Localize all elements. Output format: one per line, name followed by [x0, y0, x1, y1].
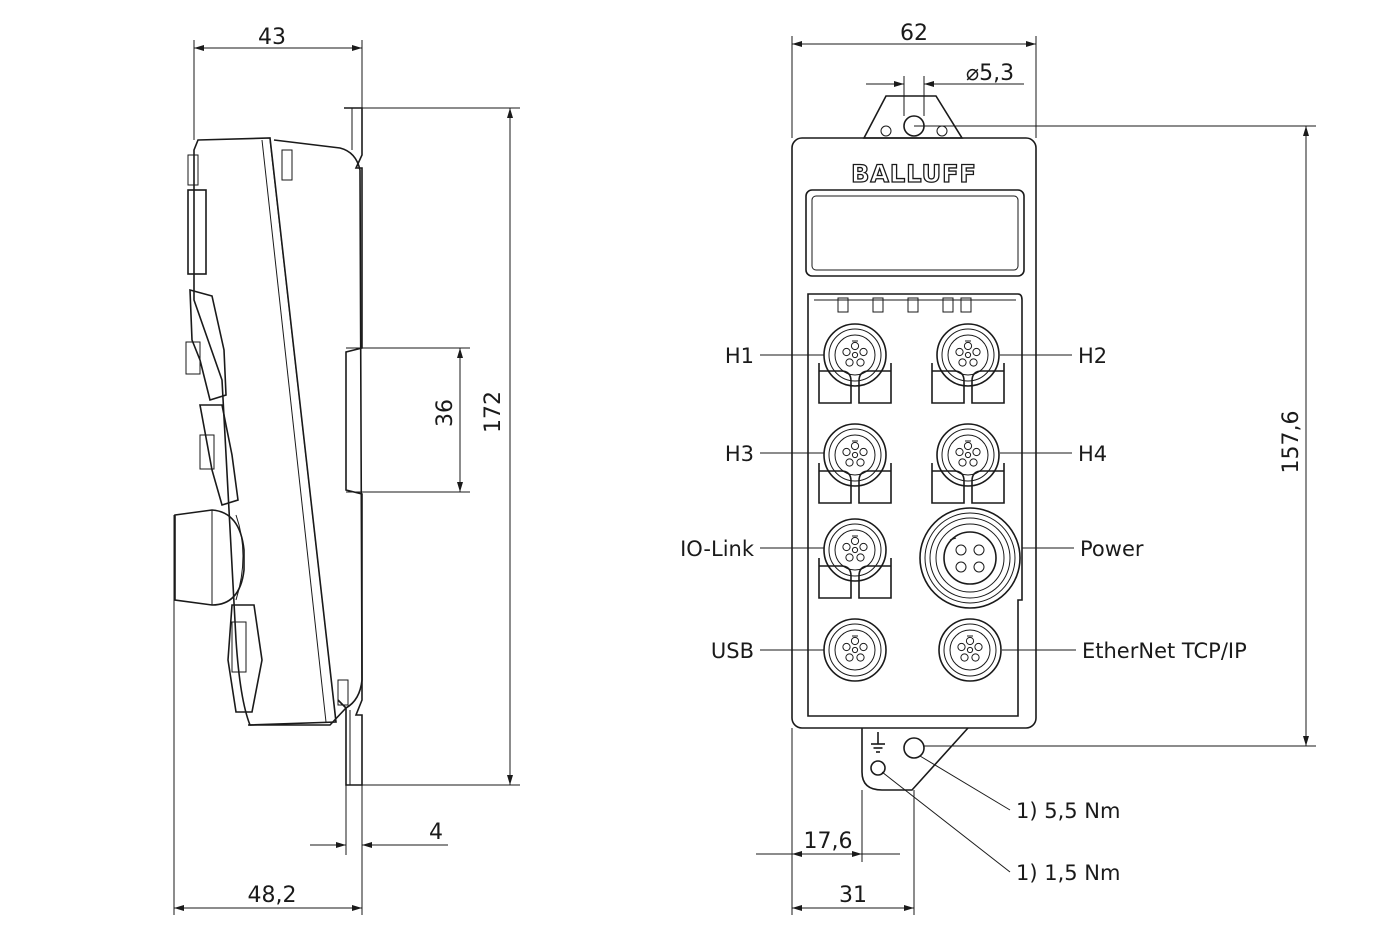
connector-io-link — [818, 518, 892, 599]
label-h2: H2 — [1078, 344, 1107, 368]
connector-h4 — [931, 423, 1005, 504]
label-ethernet: EtherNet TCP/IP — [1082, 639, 1247, 663]
front-bottom-mount-hole — [903, 737, 925, 759]
front-display-frame — [805, 189, 1025, 277]
led-5 — [960, 297, 972, 313]
led-3 — [907, 297, 919, 313]
led-2 — [872, 297, 884, 313]
label-torque-screw: 1) 5,5 Nm — [1016, 799, 1120, 823]
dim-front-hole-diameter: ⌀5,3 — [966, 61, 1014, 86]
label-h1: H1 — [725, 344, 754, 368]
label-io-link: IO-Link — [680, 537, 755, 561]
connector-h3 — [818, 423, 892, 504]
dim-front-hole-pitch: 157,6 — [1279, 411, 1304, 474]
led-4 — [942, 297, 954, 313]
label-h4: H4 — [1078, 442, 1107, 466]
connector-usb — [823, 618, 887, 682]
dim-side-mount-thickness: 4 — [429, 820, 443, 845]
front-connector-panel — [807, 293, 1023, 717]
front-bottom-lug — [861, 727, 969, 791]
side-view: 43 172 36 4 48,2 — [173, 25, 520, 915]
label-h3: H3 — [725, 442, 754, 466]
side-housing-back — [248, 139, 363, 726]
label-usb: USB — [711, 639, 754, 663]
label-torque-ground: 1) 1,5 Nm — [1016, 861, 1120, 885]
dim-front-ground-offset: 17,6 — [804, 829, 853, 854]
brand-logo: BALLUFF — [851, 160, 977, 188]
ground-hole — [870, 760, 886, 776]
front-housing — [791, 137, 1037, 729]
dim-side-width-top: 43 — [258, 25, 286, 50]
side-mount-plate — [337, 107, 363, 786]
side-connector-lower — [227, 604, 263, 713]
side-display-edge — [187, 189, 207, 275]
side-housing-front — [193, 137, 337, 726]
dim-side-rail-height: 36 — [433, 399, 458, 427]
connector-ethernet — [938, 618, 1002, 682]
dim-front-screw-offset: 31 — [839, 883, 867, 908]
front-view: BALLUFF — [680, 21, 1316, 915]
led-1 — [837, 297, 849, 313]
side-connector-upper — [189, 288, 227, 402]
ground-icon — [871, 732, 885, 753]
dim-side-width-bottom: 48,2 — [248, 883, 297, 908]
dim-front-width: 62 — [900, 21, 928, 46]
connector-power — [919, 507, 1021, 609]
label-power: Power — [1080, 537, 1144, 561]
connector-h1 — [818, 323, 892, 404]
side-connector-middle — [199, 404, 239, 507]
side-power-connector — [174, 509, 245, 606]
connector-h2 — [931, 323, 1005, 404]
dim-side-height-total: 172 — [481, 391, 506, 433]
